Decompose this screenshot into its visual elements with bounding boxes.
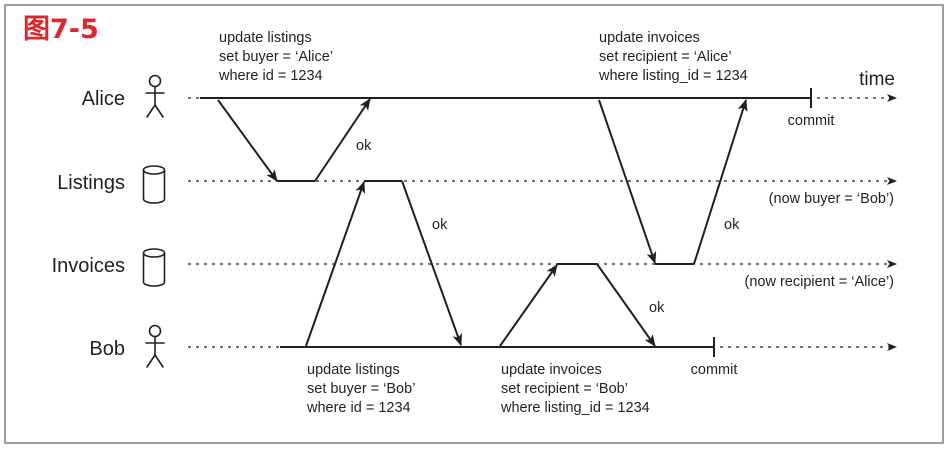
database-icon: [142, 165, 166, 204]
figure-frame: 图7-5 Alice Listings Invoices Bob: [4, 4, 944, 444]
bob-listings-request-arrow: [305, 181, 366, 347]
query-line: update listings: [219, 30, 312, 46]
database-icon: [142, 248, 166, 287]
ok-label: ok: [356, 138, 372, 154]
actor-label-alice: Alice: [82, 88, 125, 110]
invoices-bob-ok-arrow: [596, 263, 656, 347]
query-line: where listing_id = 1234: [500, 400, 650, 416]
alice-commit-label: commit: [788, 113, 835, 129]
query-line: where id = 1234: [306, 400, 411, 416]
ok-label: ok: [432, 217, 448, 233]
invoices-alice-ok-arrow: [693, 99, 748, 265]
ok-label: ok: [724, 217, 740, 233]
sequence-diagram: 图7-5 Alice Listings Invoices Bob: [4, 4, 944, 444]
person-icon: [145, 74, 165, 118]
query-line: update invoices: [599, 30, 700, 46]
alice-invoices-request-arrow: [598, 99, 657, 264]
query-line: set recipient = ‘Bob’: [501, 381, 628, 397]
bob-commit-label: commit: [691, 362, 738, 378]
listings-state-note: (now buyer = ‘Bob’): [769, 191, 894, 207]
actor-label-invoices: Invoices: [52, 255, 125, 277]
invoices-state-note: (now recipient = ‘Alice’): [745, 274, 895, 290]
listings-alice-ok-arrow: [314, 98, 371, 182]
time-axis-label: time: [859, 69, 895, 90]
query-line: set buyer = ‘Bob’: [307, 381, 415, 397]
ok-label: ok: [649, 300, 665, 316]
query-line: where id = 1234: [218, 68, 323, 84]
listings-bob-ok-arrow: [401, 180, 462, 346]
query-line: where listing_id = 1234: [598, 68, 748, 84]
query-line: set recipient = ‘Alice’: [599, 49, 732, 65]
alice-listings-query: update listings set buyer = ‘Alice’ wher…: [218, 30, 333, 84]
person-icon: [145, 324, 165, 368]
alice-invoices-query: update invoices set recipient = ‘Alice’ …: [598, 30, 748, 84]
alice-listings-request-arrow: [217, 99, 278, 182]
figure-title: 图7-5: [23, 14, 99, 45]
query-line: update invoices: [501, 362, 602, 378]
bob-listings-query: update listings set buyer = ‘Bob’ where …: [306, 362, 415, 416]
figure-border: [4, 4, 944, 444]
bob-invoices-query: update invoices set recipient = ‘Bob’ wh…: [500, 362, 650, 416]
query-line: update listings: [307, 362, 400, 378]
bob-invoices-request-arrow: [499, 264, 558, 347]
actor-label-listings: Listings: [57, 172, 125, 194]
actor-label-bob: Bob: [89, 338, 125, 360]
query-line: set buyer = ‘Alice’: [219, 49, 333, 65]
